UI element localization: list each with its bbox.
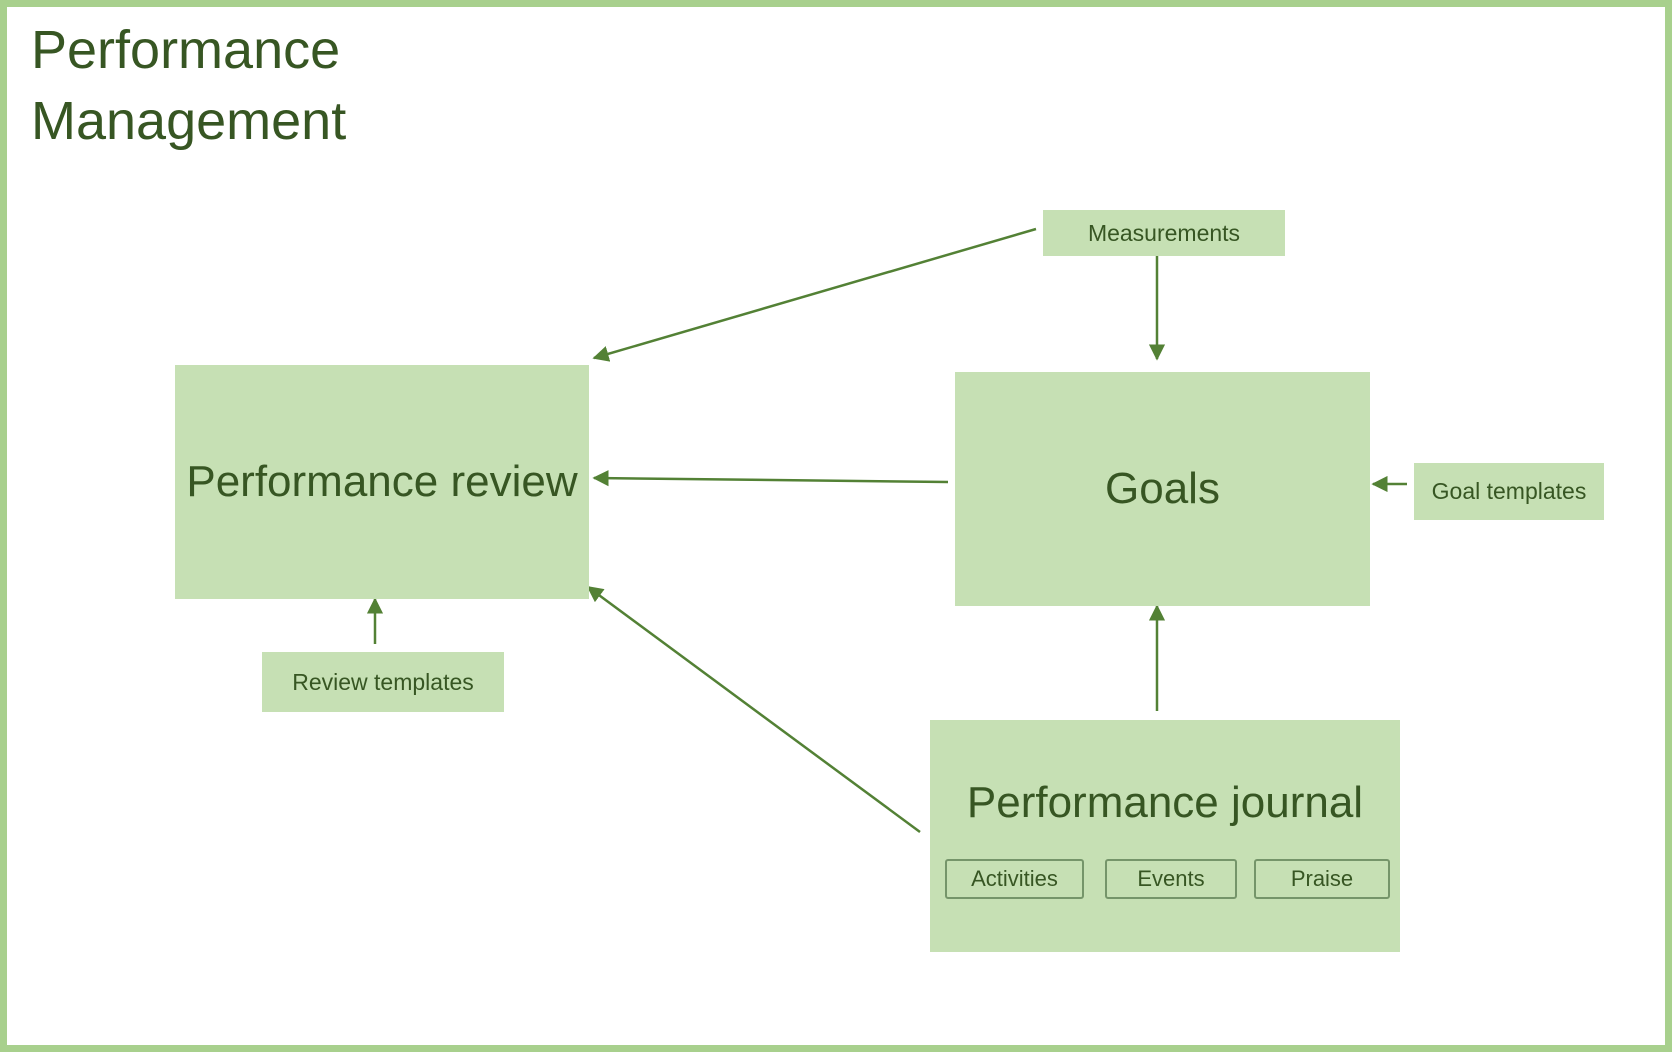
- node-review-templates: Review templates: [262, 652, 504, 712]
- sub-node-activities-label: Activities: [971, 866, 1058, 891]
- node-performance-review-label: Performance review: [186, 457, 578, 506]
- arrow-measurements-to-performance-review: [592, 227, 1037, 362]
- sub-node-events-label: Events: [1137, 866, 1205, 891]
- node-performance-journal-label: Performance journal: [966, 778, 1364, 827]
- sub-node-events: Events: [1105, 859, 1237, 899]
- sub-node-praise-label: Praise: [1290, 866, 1354, 891]
- sub-node-activities: Activities: [945, 859, 1084, 899]
- arrow-performance-journal-to-performance-review: [586, 585, 921, 834]
- node-performance-journal: Performance journal Activities Events Pr…: [930, 720, 1400, 952]
- arrow-goals-to-performance-review: [592, 470, 949, 487]
- node-goals: Goals: [955, 372, 1370, 606]
- node-goal-templates: Goal templates: [1414, 463, 1604, 520]
- node-measurements: Measurements: [1043, 210, 1285, 256]
- node-measurements-label: Measurements: [1087, 219, 1241, 246]
- diagram-title: Performance Management: [31, 20, 347, 152]
- sub-node-praise: Praise: [1254, 859, 1390, 899]
- node-goals-label: Goals: [1105, 464, 1220, 513]
- node-performance-review: Performance review: [175, 365, 589, 599]
- node-review-templates-label: Review templates: [292, 668, 474, 695]
- node-goal-templates-label: Goal templates: [1431, 478, 1587, 504]
